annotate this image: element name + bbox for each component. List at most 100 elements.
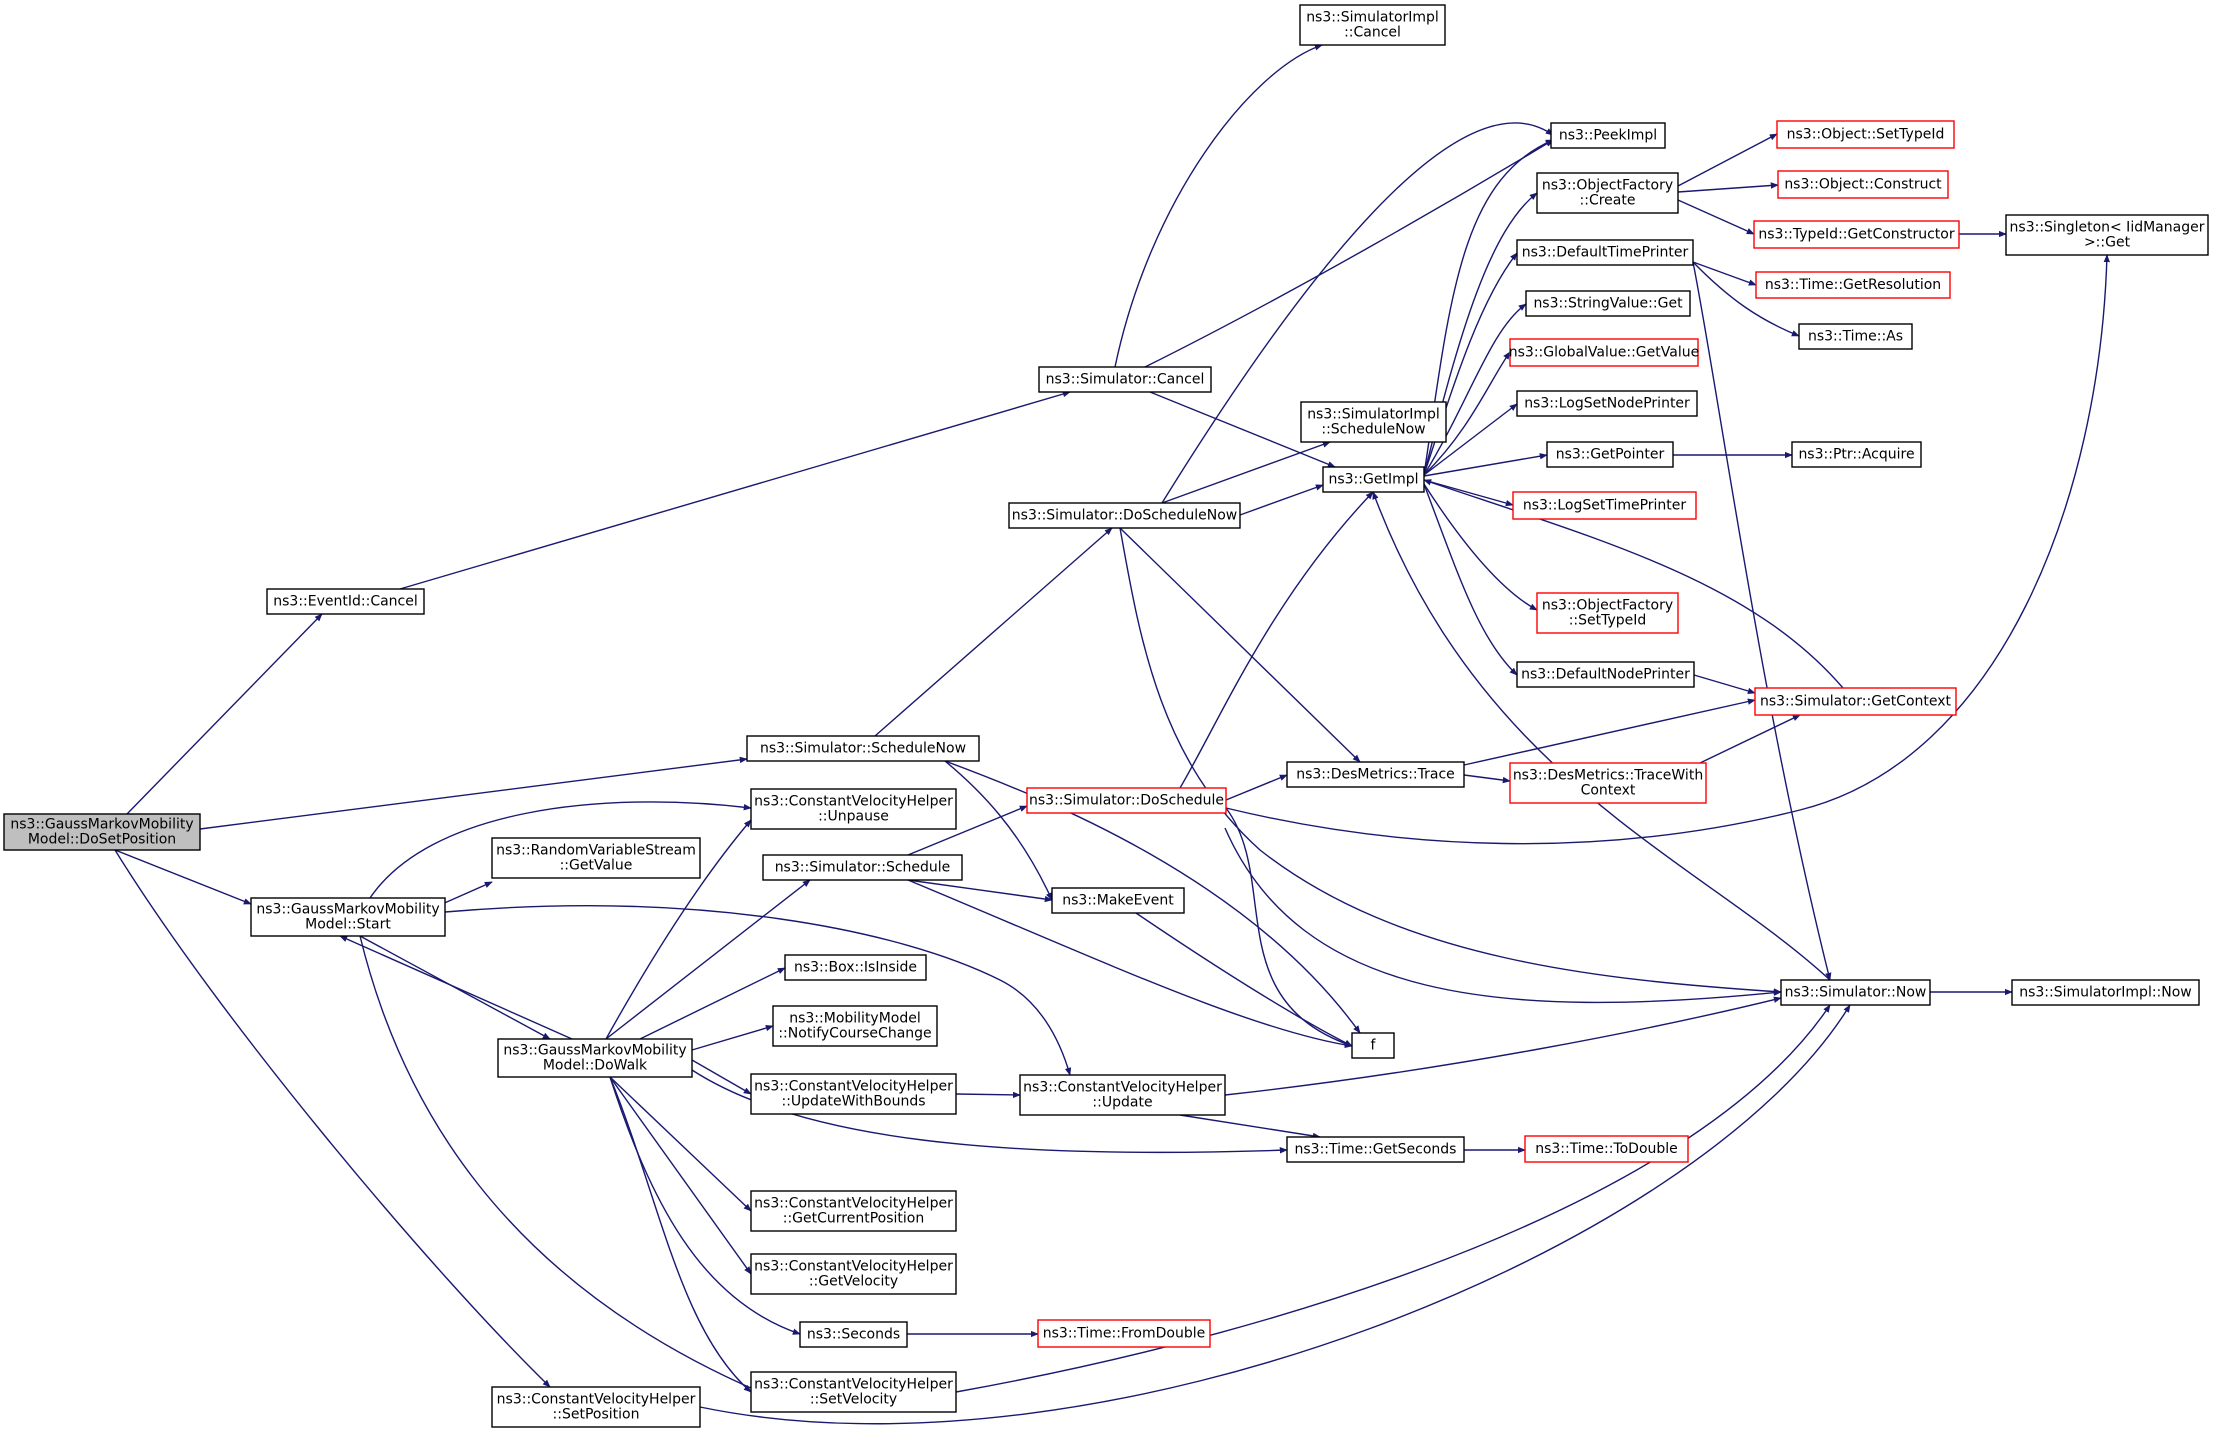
node-time-todouble[interactable]: ns3::Time::ToDouble bbox=[1524, 1135, 1689, 1163]
node-singleton-get[interactable]: ns3::Singleton< IidManager>::Get bbox=[2005, 214, 2209, 256]
node-label-line: Model::DoWalk bbox=[543, 1058, 648, 1074]
node-f[interactable]: f bbox=[1351, 1032, 1395, 1059]
node-stringvalue-get[interactable]: ns3::StringValue::Get bbox=[1525, 290, 1691, 317]
call-edge bbox=[1372, 491, 1831, 981]
call-edge bbox=[199, 756, 748, 830]
node-getpointer[interactable]: ns3::GetPointer bbox=[1546, 441, 1674, 468]
node-label-line: ns3::Time::GetSeconds bbox=[1295, 1142, 1457, 1158]
call-edge bbox=[699, 1004, 1851, 1425]
node-sim-doschedulenow[interactable]: ns3::Simulator::DoScheduleNow bbox=[1008, 502, 1241, 529]
node-label-line: ns3::EventId::Cancel bbox=[273, 594, 418, 610]
node-label-line: ns3::GaussMarkovMobility bbox=[10, 817, 193, 833]
call-edge bbox=[944, 760, 1053, 901]
node-label-line: ns3::Simulator::DoSchedule bbox=[1029, 793, 1224, 809]
node-box bbox=[1299, 4, 1446, 46]
node-objfactory-settypeid[interactable]: ns3::ObjectFactory::SetTypeId bbox=[1536, 592, 1679, 634]
node-label-line: ns3::Simulator::Schedule bbox=[775, 860, 951, 876]
node-typeid-getconstructor[interactable]: ns3::TypeId::GetConstructor bbox=[1753, 220, 1960, 249]
node-box bbox=[750, 1371, 957, 1413]
node-box bbox=[1754, 687, 1957, 716]
node-box bbox=[266, 588, 425, 615]
node-cvh-updatewithbounds[interactable]: ns3::ConstantVelocityHelper::UpdateWithB… bbox=[750, 1073, 957, 1115]
node-label-line: ns3::DesMetrics::Trace bbox=[1296, 767, 1455, 783]
node-logsetnodeprinter[interactable]: ns3::LogSetNodePrinter bbox=[1516, 390, 1698, 417]
node-simimpl-cancel[interactable]: ns3::SimulatorImpl::Cancel bbox=[1299, 4, 1446, 46]
node-sim-schedule[interactable]: ns3::Simulator::Schedule bbox=[762, 854, 963, 881]
node-globalvalue-getvalue[interactable]: ns3::GlobalValue::GetValue bbox=[1509, 338, 1699, 367]
node-mm-notify[interactable]: ns3::MobilityModel::NotifyCourseChange bbox=[772, 1005, 938, 1047]
node-objfactory-create[interactable]: ns3::ObjectFactory::Create bbox=[1536, 172, 1679, 214]
node-label-line: ns3::Object::Construct bbox=[1784, 177, 1942, 193]
call-edge bbox=[439, 881, 493, 906]
call-edge bbox=[1423, 351, 1511, 476]
node-label-line: ns3::PeekImpl bbox=[1559, 128, 1657, 144]
node-label-line: ::GetCurrentPosition bbox=[783, 1211, 924, 1227]
call-edge bbox=[1677, 133, 1778, 187]
node-box bbox=[2011, 979, 2200, 1006]
node-object-construct[interactable]: ns3::Object::Construct bbox=[1777, 170, 1949, 199]
node-sim-doschedule[interactable]: ns3::Simulator::DoSchedule bbox=[1026, 787, 1227, 814]
node-logsettimeprinter[interactable]: ns3::LogSetTimePrinter bbox=[1512, 491, 1697, 520]
call-edge bbox=[609, 1076, 801, 1335]
call-edge bbox=[1693, 674, 1756, 695]
node-sim-cancel[interactable]: ns3::Simulator::Cancel bbox=[1038, 366, 1212, 393]
node-default-node-printer[interactable]: ns3::DefaultNodePrinter bbox=[1516, 661, 1695, 688]
node-desmetrics-trace[interactable]: ns3::DesMetrics::Trace bbox=[1286, 761, 1465, 788]
node-default-time-printer[interactable]: ns3::DefaultTimePrinter bbox=[1516, 239, 1694, 266]
node-rvs-getvalue[interactable]: ns3::RandomVariableStream::GetValue bbox=[491, 837, 701, 879]
call-edge bbox=[1463, 698, 1756, 766]
node-time-fromdouble[interactable]: ns3::Time::FromDouble bbox=[1037, 1319, 1211, 1348]
node-box bbox=[1780, 979, 1931, 1006]
node-cvh-getvelocity[interactable]: ns3::ConstantVelocityHelper::GetVelocity bbox=[750, 1253, 957, 1295]
call-edge bbox=[359, 935, 761, 1393]
node-box bbox=[1026, 787, 1227, 814]
node-eventid-cancel[interactable]: ns3::EventId::Cancel bbox=[266, 588, 425, 615]
node-time-getseconds[interactable]: ns3::Time::GetSeconds bbox=[1286, 1136, 1465, 1163]
node-cvh-setposition[interactable]: ns3::ConstantVelocityHelper::SetPosition bbox=[491, 1386, 701, 1428]
node-cvh-update[interactable]: ns3::ConstantVelocityHelper::Update bbox=[1019, 1074, 1226, 1116]
node-seconds[interactable]: ns3::Seconds bbox=[799, 1321, 908, 1348]
node-label-line: ns3::Singleton< IidManager bbox=[2010, 220, 2205, 236]
node-box bbox=[1037, 1319, 1211, 1348]
node-sim-getcontext[interactable]: ns3::Simulator::GetContext bbox=[1754, 687, 1957, 716]
node-label-line: ns3::ConstantVelocityHelper bbox=[754, 1377, 953, 1393]
node-root[interactable]: ns3::GaussMarkovMobilityModel::DoSetPosi… bbox=[3, 813, 201, 851]
node-label-line: ns3::ObjectFactory bbox=[1542, 598, 1673, 614]
call-edge bbox=[1224, 827, 1782, 1004]
call-edge bbox=[1423, 483, 1518, 676]
node-makeevent[interactable]: ns3::MakeEvent bbox=[1051, 887, 1185, 914]
node-box bbox=[1776, 120, 1955, 149]
node-sim-schedulenow[interactable]: ns3::Simulator::ScheduleNow bbox=[746, 735, 980, 762]
node-box bbox=[1051, 887, 1185, 914]
node-simimpl-now[interactable]: ns3::SimulatorImpl::Now bbox=[2011, 979, 2200, 1006]
call-edge bbox=[369, 801, 752, 899]
node-box bbox=[1755, 271, 1951, 299]
node-getimpl[interactable]: ns3::GetImpl bbox=[1322, 466, 1425, 493]
call-edge bbox=[1423, 453, 1548, 477]
call-edge bbox=[1119, 527, 1361, 763]
node-simimpl-schedulenow[interactable]: ns3::SimulatorImpl::ScheduleNow bbox=[1300, 401, 1447, 443]
node-label-line: ns3::GaussMarkovMobility bbox=[503, 1043, 686, 1059]
node-object-settypeid[interactable]: ns3::Object::SetTypeId bbox=[1776, 120, 1955, 149]
node-sim-now[interactable]: ns3::Simulator::Now bbox=[1780, 979, 1931, 1006]
node-label-line: ns3::GlobalValue::GetValue bbox=[1509, 345, 1699, 361]
call-edge bbox=[639, 967, 786, 1040]
node-cvh-getcurrentposition[interactable]: ns3::ConstantVelocityHelper::GetCurrentP… bbox=[750, 1190, 957, 1232]
node-label-line: ns3::Simulator::GetContext bbox=[1760, 694, 1952, 710]
node-peekimpl[interactable]: ns3::PeekImpl bbox=[1550, 122, 1666, 149]
node-label-line: >::Get bbox=[2084, 235, 2131, 251]
call-edge bbox=[955, 1091, 1021, 1099]
node-box-isinside[interactable]: ns3::Box::IsInside bbox=[784, 954, 927, 981]
node-cvh-unpause[interactable]: ns3::ConstantVelocityHelper::Unpause bbox=[750, 788, 957, 830]
node-label-line: ns3::ConstantVelocityHelper bbox=[1023, 1080, 1222, 1096]
node-label-line: ::Unpause bbox=[818, 809, 889, 825]
node-time-as[interactable]: ns3::Time::As bbox=[1798, 323, 1913, 350]
node-box bbox=[784, 954, 927, 981]
node-ptr-acquire[interactable]: ns3::Ptr::Acquire bbox=[1791, 441, 1922, 468]
node-cvh-setvelocity[interactable]: ns3::ConstantVelocityHelper::SetVelocity bbox=[750, 1371, 957, 1413]
node-time-getresolution[interactable]: ns3::Time::GetResolution bbox=[1755, 271, 1951, 299]
node-label-line: ns3::TypeId::GetConstructor bbox=[1758, 227, 1954, 243]
